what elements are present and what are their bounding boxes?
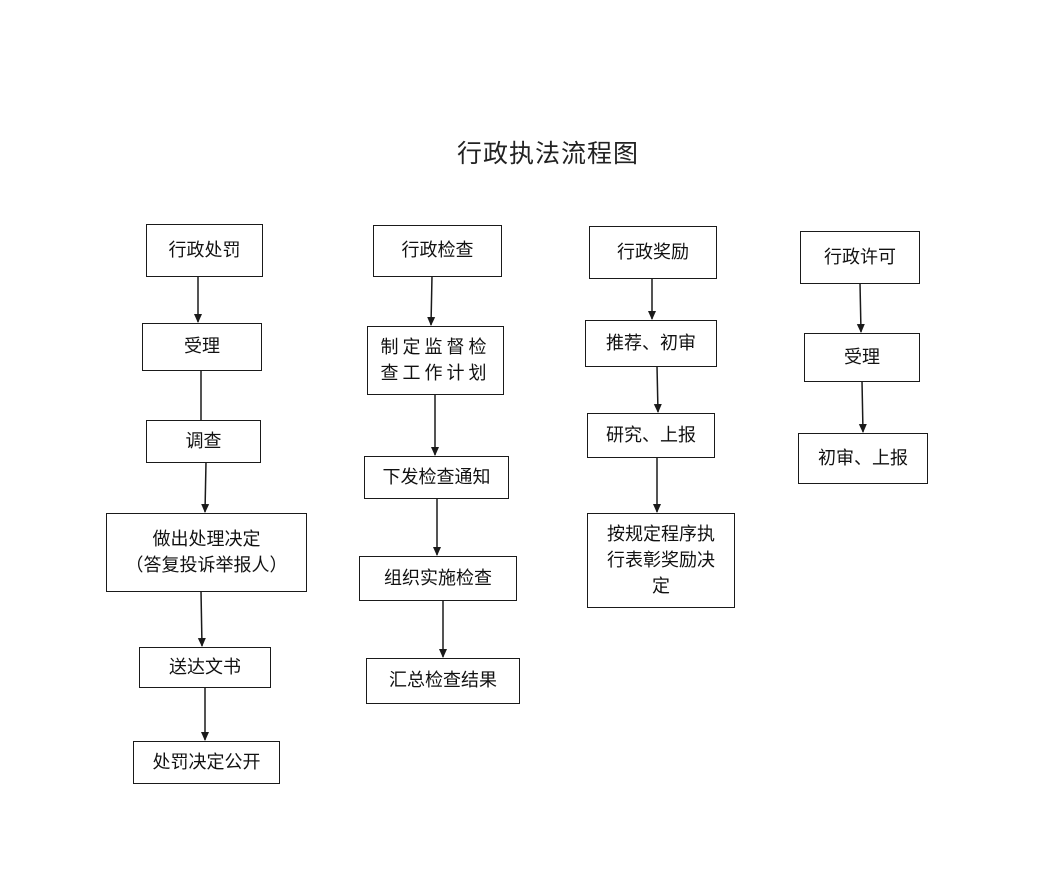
inspection-header-box: 行政检查 [373, 225, 502, 277]
reward-step-execute: 按规定程序执 行表彰奖励决 定 [587, 513, 735, 608]
penalty-step-investigate: 调查 [146, 420, 261, 463]
arrow-penalty-4 [197, 590, 206, 647]
license-header-box: 行政许可 [800, 231, 920, 284]
inspection-step-summary: 汇总检查结果 [366, 658, 520, 704]
arrow-license-1 [856, 282, 865, 333]
arrow-penalty-3 [201, 461, 210, 513]
inspection-step-plan: 制定监督检 查工作计划 [367, 326, 504, 395]
penalty-step-publish: 处罚决定公开 [133, 741, 280, 784]
penalty-step-accept: 受理 [142, 323, 262, 371]
arrow-license-2 [858, 380, 867, 433]
reward-step-recommend: 推荐、初审 [585, 320, 717, 367]
reward-header-box: 行政奖励 [589, 226, 717, 279]
penalty-step-deliver: 送达文书 [139, 647, 271, 688]
license-step-report: 初审、上报 [798, 433, 928, 484]
page-title: 行政执法流程图 [456, 139, 639, 168]
penalty-step-decision: 做出处理决定 （答复投诉举报人） [106, 513, 307, 592]
license-step-accept: 受理 [804, 333, 920, 382]
inspection-step-notice: 下发检查通知 [364, 456, 509, 499]
arrow-inspection-1 [427, 275, 436, 326]
inspection-step-conduct: 组织实施检查 [359, 556, 517, 601]
arrow-reward-2 [653, 365, 662, 413]
reward-step-report: 研究、上报 [587, 413, 715, 458]
penalty-header-box: 行政处罚 [146, 224, 263, 277]
